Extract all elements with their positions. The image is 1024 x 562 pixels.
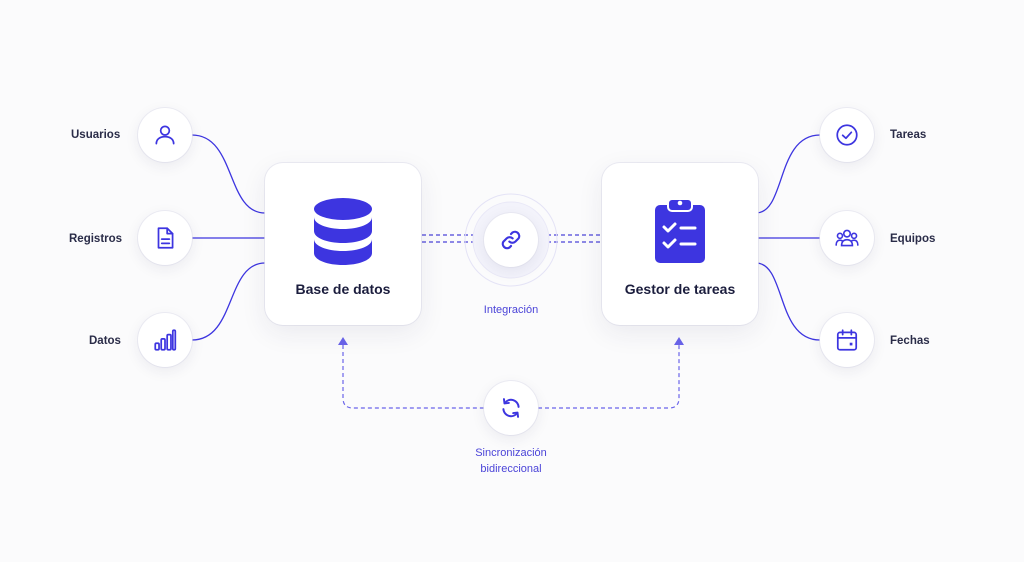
arrow-up-right <box>674 337 684 345</box>
wire-usuarios <box>191 134 266 214</box>
bar-chart-icon-circle[interactable] <box>138 313 192 367</box>
link-icon-circle[interactable] <box>484 213 538 267</box>
database-icon <box>314 198 372 265</box>
check-circle-icon-circle[interactable] <box>820 108 874 162</box>
user-icon <box>155 125 175 145</box>
label-datos: Datos <box>89 335 121 347</box>
halo-ring-outer <box>464 193 558 287</box>
wire-tareas <box>755 134 821 214</box>
task-manager-card[interactable]: Gestor de tareas <box>602 163 758 325</box>
sync-icon-circle[interactable] <box>484 381 538 435</box>
label-fechas: Fechas <box>890 335 930 347</box>
bar-chart-icon <box>154 329 177 351</box>
user-icon-circle[interactable] <box>138 108 192 162</box>
database-card[interactable]: Base de datos <box>265 163 421 325</box>
sync-icon <box>502 398 520 418</box>
label-registros: Registros <box>69 233 123 245</box>
document-icon <box>157 227 174 249</box>
arrow-up-left <box>338 337 348 345</box>
wire-fechas <box>755 262 821 341</box>
clipboard-checklist-icon <box>655 198 705 263</box>
calendar-icon-circle[interactable] <box>820 313 874 367</box>
sync-label-line1: Sincronización <box>475 447 547 459</box>
integration-label: Integración <box>483 304 539 316</box>
task-manager-card-label: Gestor de tareas <box>624 281 736 297</box>
label-usuarios: Usuarios <box>71 129 121 141</box>
database-card-label: Base de datos <box>295 281 391 297</box>
document-icon-circle[interactable] <box>138 211 192 265</box>
link-icon <box>501 230 521 250</box>
label-equipos: Equipos <box>890 233 936 245</box>
team-icon-circle[interactable] <box>820 211 874 265</box>
label-tareas: Tareas <box>890 129 927 141</box>
calendar-icon <box>836 329 858 351</box>
check-circle-icon <box>836 124 858 146</box>
sync-loop <box>342 345 680 409</box>
sync-label-line2: bidireccional <box>480 463 542 475</box>
team-icon <box>835 229 859 247</box>
wire-datos <box>191 262 266 341</box>
